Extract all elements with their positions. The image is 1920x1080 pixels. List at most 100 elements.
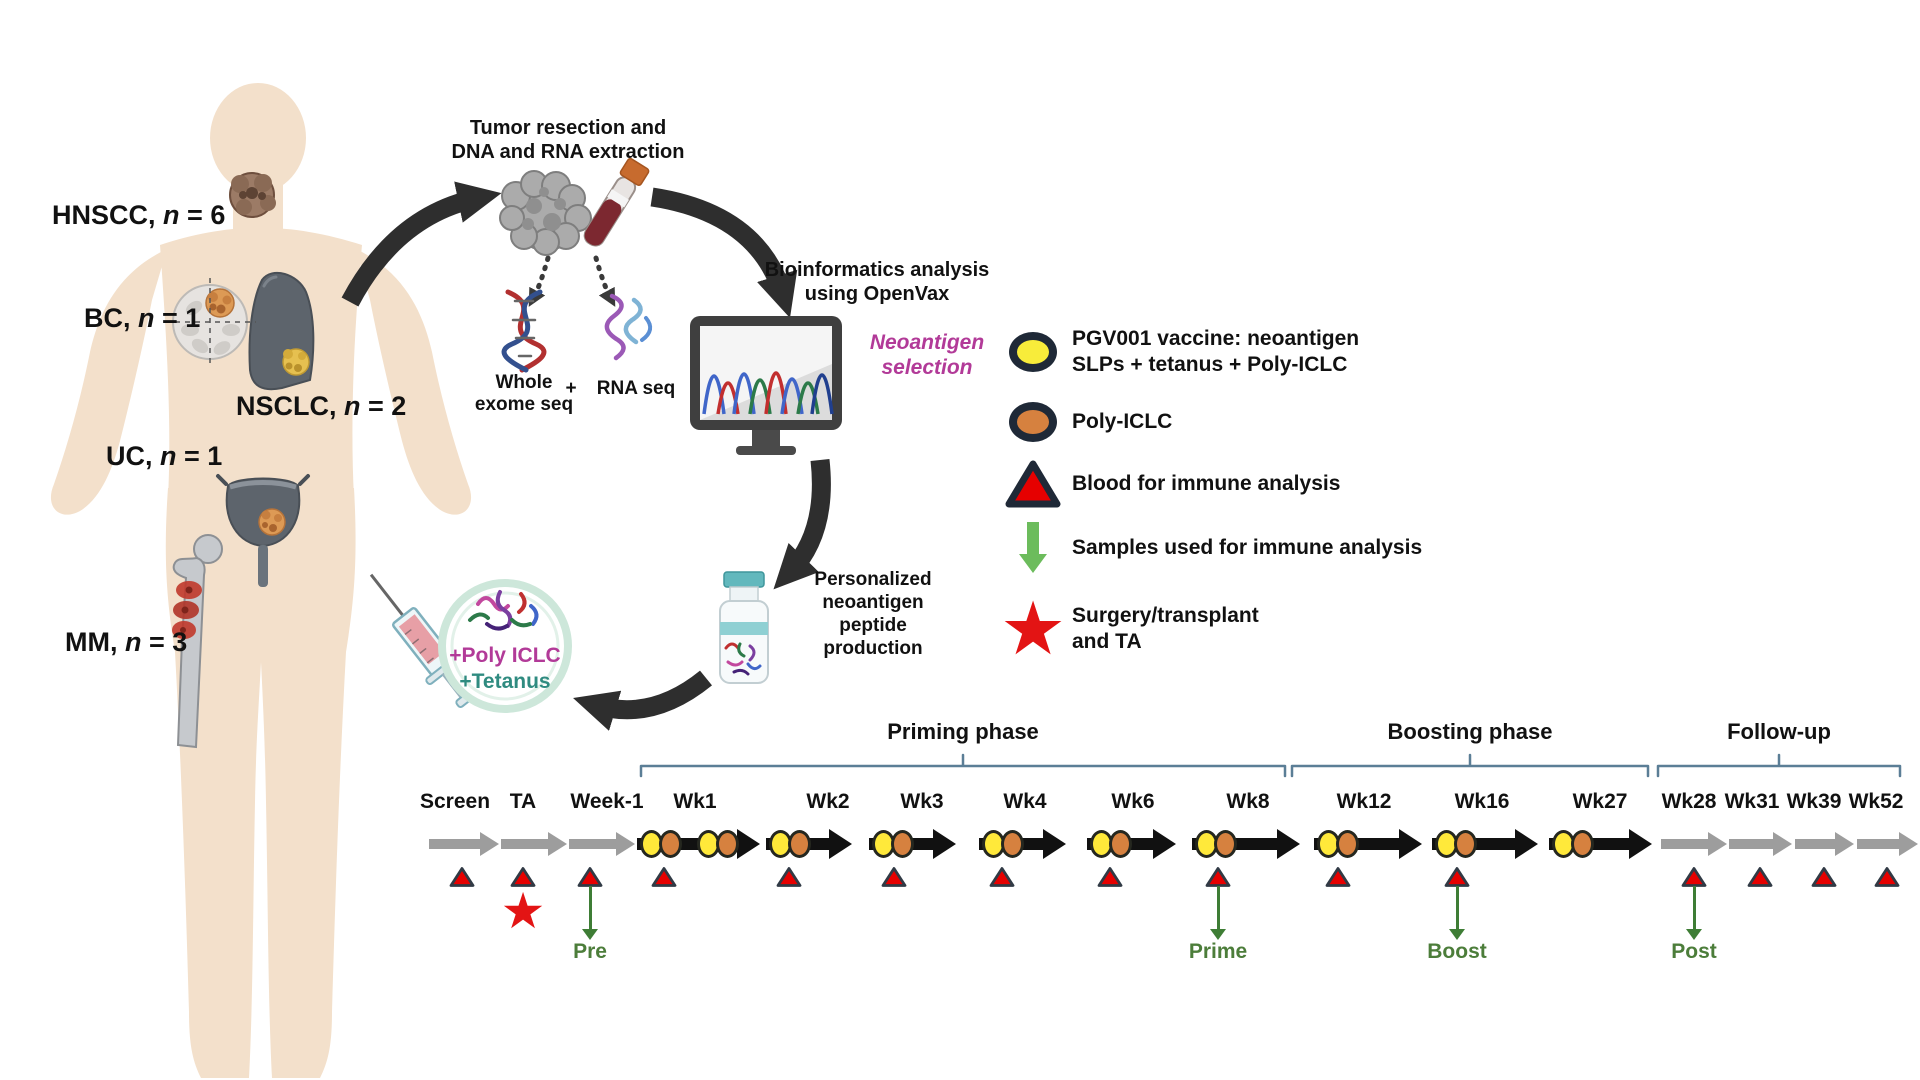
arrow-head: [933, 829, 956, 859]
week-label-wk31: Wk31: [1724, 790, 1780, 813]
arrow-vial-to-vaccine: [573, 670, 712, 731]
priming-bracket: [639, 753, 1287, 778]
workflow-cycle-arrows: [341, 181, 831, 731]
legend-item-poly-iclc: Poly-ICLC: [1002, 402, 1172, 442]
week-label-wk27: Wk27: [1572, 790, 1628, 813]
sample-arrow-icon: [580, 886, 600, 942]
arrow-head: [480, 832, 499, 856]
phase-label-boosting: Boosting phase: [1387, 719, 1553, 744]
patient-label-nsclc: NSCLC, n = 2: [236, 391, 407, 421]
legend-label: Poly-ICLC: [1072, 410, 1173, 433]
poly-iclc-dose-icon: [891, 830, 914, 858]
head-neck-tumor-icon: [229, 172, 276, 218]
week-label-wk12: Wk12: [1336, 790, 1392, 813]
week-label-week-1: Week-1: [570, 790, 644, 813]
dna-icon: [501, 289, 547, 373]
phase-label-priming: Priming phase: [887, 719, 1039, 744]
legend-label: Samples used for immune analysis: [1072, 536, 1423, 559]
blood-triangle-icon: [651, 866, 677, 888]
blood-triangle-icon: [776, 866, 802, 888]
poly-iclc-dose-icon: [1109, 830, 1132, 858]
arrow-head: [1835, 832, 1854, 856]
blood-triangle-icon: [449, 866, 475, 888]
arrow-shaft: [1795, 839, 1837, 849]
timeline-arrow-wk6: [1087, 828, 1176, 860]
lung-cancer-icon: [248, 271, 315, 391]
sample-arrow-head: [1449, 929, 1465, 940]
arrow-head: [1043, 829, 1066, 859]
rna-seq-label: RNA seq: [596, 378, 676, 399]
sample-label-prime: Prime: [1188, 940, 1248, 963]
blood-triangle-icon: [1444, 866, 1470, 888]
poly-iclc-dose-icon: [659, 830, 682, 858]
sample-label-pre: Pre: [573, 940, 607, 963]
surgery-star-icon: ★: [999, 587, 1067, 670]
week-label-wk16: Wk16: [1454, 790, 1510, 813]
vial-icon: [719, 571, 769, 684]
sample-arrow-head: [1686, 929, 1702, 940]
week-label-wk2: Wk2: [806, 790, 850, 813]
poly-iclc-dose-icon: [716, 830, 739, 858]
arrow-shaft: [1661, 839, 1710, 849]
arrow-head: [1708, 832, 1727, 856]
resection-title: Tumor resection and DNA and RNA extracti…: [451, 117, 685, 163]
week-label-wk28: Wk28: [1661, 790, 1717, 813]
blood-triangle-icon: [881, 866, 907, 888]
phase-brackets: [639, 753, 1902, 778]
legend-label: Blood for immune analysis: [1072, 472, 1341, 495]
timeline-arrow-wk28: [1661, 828, 1727, 860]
poly-iclc-dose-icon: [788, 830, 811, 858]
blood-triangle-icon: [1811, 866, 1837, 888]
poly-iclc-dose-icon: [1454, 830, 1477, 858]
arrow-body-to-tumor: [341, 181, 502, 307]
legend-label: PGV001 vaccine: neoantigen SLPs + tetanu…: [1072, 327, 1360, 376]
blood-triangle-icon: [989, 866, 1015, 888]
blood-triangle-icon: [1681, 866, 1707, 888]
week-label-ta: TA: [509, 790, 537, 813]
arrow-head: [1899, 832, 1918, 856]
week-label-wk8: Wk8: [1226, 790, 1270, 813]
sample-arrow-line: [1455, 886, 1459, 931]
pgv001-vaccine-oval-icon: [1002, 332, 1064, 372]
arrow-tumor-to-monitor: [650, 187, 798, 318]
patient-label-mm: MM, n = 3: [65, 627, 188, 657]
sample-label-post: Post: [1671, 940, 1717, 963]
sample-arrow-line: [1216, 886, 1220, 931]
week-label-wk39: Wk39: [1786, 790, 1842, 813]
arrow-head: [829, 829, 852, 859]
boosting-bracket: [1290, 753, 1650, 778]
blood-triangle-icon: [1002, 460, 1064, 508]
blood-triangle-icon: [1325, 866, 1351, 888]
poly-iclc-dose-icon: [1571, 830, 1594, 858]
timeline-arrow-wk3: [869, 828, 956, 860]
week-label-wk1: Wk1: [673, 790, 717, 813]
vaccine-circle-poly-iclc-label: +Poly ICLC: [449, 644, 560, 667]
timeline-arrow-wk12: [1314, 828, 1422, 860]
legend-label: Surgery/transplant and TA: [1072, 604, 1259, 653]
patient-name: BC,: [84, 303, 131, 333]
patient-label-uc: UC, n = 1: [106, 441, 223, 471]
arrow-monitor-to-vial: [773, 458, 831, 590]
week-label-wk52: Wk52: [1848, 790, 1904, 813]
blood-tube-icon: [583, 157, 650, 247]
week-label-wk4: Wk4: [1003, 790, 1047, 813]
patient-label-hnscc: HNSCC, n = 6: [52, 200, 226, 230]
legend-item-surgery: ★ Surgery/transplant and TA: [999, 587, 1259, 670]
sample-arrow-line: [588, 886, 592, 931]
poly-iclc-dose-icon: [1001, 830, 1024, 858]
production-label: Personalized neoantigen peptide producti…: [814, 569, 932, 659]
blood-triangle-icon: [1097, 866, 1123, 888]
timeline-arrow-wk31: [1729, 828, 1792, 860]
timeline-arrow-week-1: [569, 828, 635, 860]
sample-arrow-line: [1692, 886, 1696, 931]
arrow-head: [737, 829, 760, 859]
timeline-arrow-wk16: [1432, 828, 1538, 860]
monitor-icon: [690, 316, 842, 455]
blood-triangle-icon: [510, 866, 536, 888]
chromatogram: [702, 371, 834, 415]
blood-triangle-icon: [1874, 866, 1900, 888]
arrow-head: [1629, 829, 1652, 859]
whole-exome-label: Whole exome seq: [474, 372, 574, 415]
timeline-arrow-wk4: [979, 828, 1066, 860]
